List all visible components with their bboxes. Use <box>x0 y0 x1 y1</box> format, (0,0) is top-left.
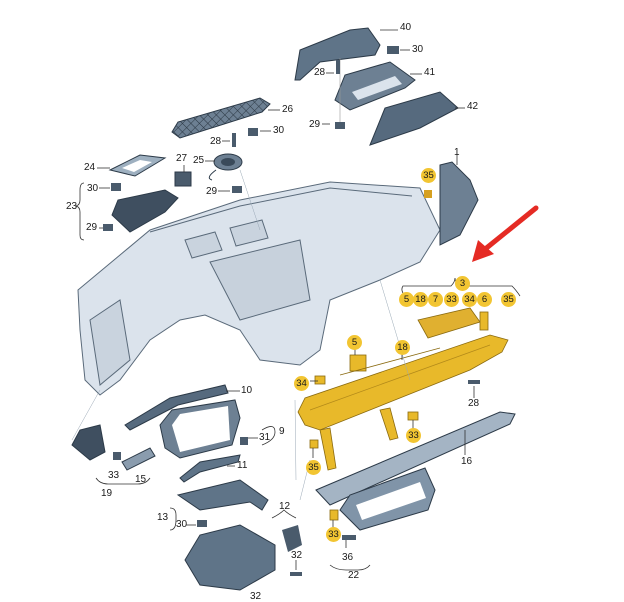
callout-label-28: 28 <box>210 136 222 147</box>
dashboard-main-body <box>77 181 441 396</box>
callout-label-28: 28 <box>314 67 326 78</box>
callout-badge-34: 34 <box>462 292 477 307</box>
callout-badge-35: 35 <box>501 292 516 307</box>
callout-badge-33: 33 <box>406 428 421 443</box>
part-27-switch <box>174 171 192 187</box>
part-3-crossbeam <box>297 307 509 521</box>
callout-label-29: 29 <box>309 119 321 130</box>
callout-badge-5: 5 <box>347 335 362 350</box>
callout-badge-18: 18 <box>395 340 410 355</box>
callout-badge-35: 35 <box>421 168 436 183</box>
callout-label-11: 11 <box>237 460 248 471</box>
callout-label-33: 33 <box>108 470 120 481</box>
callout-label-13: 13 <box>157 512 169 523</box>
callout-badge-6: 6 <box>477 292 492 307</box>
callout-badge-7: 7 <box>428 292 443 307</box>
part-10-trim <box>124 384 229 431</box>
callout-label-30: 30 <box>412 44 424 55</box>
callout-label-26: 26 <box>282 104 294 115</box>
callout-label-9: 9 <box>279 426 285 437</box>
callout-label-16: 16 <box>461 456 473 467</box>
part-13-shroud-lower <box>184 524 276 591</box>
callout-label-10: 10 <box>241 385 253 396</box>
callout-badge-5: 5 <box>399 292 414 307</box>
callout-label-41: 41 <box>424 67 436 78</box>
callout-label-24: 24 <box>84 162 96 173</box>
part-15-panel <box>121 447 156 471</box>
callout-badge-3: 3 <box>455 276 470 291</box>
callout-label-29: 29 <box>86 222 98 233</box>
callout-label-40: 40 <box>400 22 412 33</box>
callout-label-31: 31 <box>259 432 271 443</box>
callout-label-30: 30 <box>273 125 285 136</box>
callout-label-32: 32 <box>250 591 262 602</box>
part-26-grille <box>171 97 271 139</box>
callout-label-30: 30 <box>176 519 188 530</box>
callout-label-30: 30 <box>87 183 99 194</box>
part-12-bracket <box>282 525 302 552</box>
callout-label-12: 12 <box>279 501 291 512</box>
part-23-housing <box>111 189 179 233</box>
callout-label-25: 25 <box>193 155 205 166</box>
callout-label-22: 22 <box>348 570 360 581</box>
callout-badge-35: 35 <box>306 460 321 475</box>
part-19-vent <box>71 424 106 461</box>
red-arrow-annotation <box>472 205 539 262</box>
callout-badge-33: 33 <box>444 292 459 307</box>
callout-label-1: 1 <box>454 147 460 158</box>
part-13-shroud-upper <box>176 479 269 511</box>
callout-label-23: 23 <box>66 201 78 212</box>
callout-label-28: 28 <box>468 398 480 409</box>
part-42-lid <box>369 91 459 146</box>
callout-label-27: 27 <box>176 153 188 164</box>
callout-label-42: 42 <box>467 101 479 112</box>
callout-label-15: 15 <box>135 474 147 485</box>
callout-badge-33: 33 <box>326 527 341 542</box>
callout-label-32: 32 <box>291 550 303 561</box>
part-11-trim <box>179 454 241 483</box>
callout-label-36: 36 <box>342 552 354 563</box>
callout-label-29: 29 <box>206 186 218 197</box>
part-40-cover <box>294 27 381 81</box>
callout-badge-18: 18 <box>413 292 428 307</box>
part-1-side-cover <box>439 161 479 246</box>
callout-badge-34: 34 <box>294 376 309 391</box>
part-30-clip <box>387 46 399 54</box>
callout-label-19: 19 <box>101 488 113 499</box>
